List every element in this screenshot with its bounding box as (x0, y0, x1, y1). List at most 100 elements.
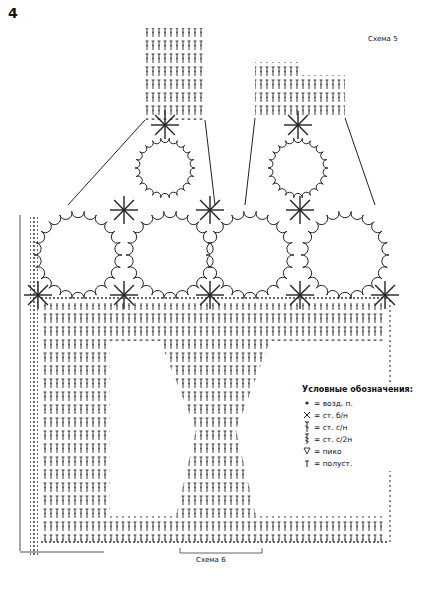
legend-symbol (302, 445, 312, 457)
star-spoke (114, 210, 124, 220)
star-spoke (200, 210, 210, 220)
strap-line (345, 118, 375, 205)
legend-text: = пико (314, 447, 342, 456)
stitch-block (255, 62, 300, 118)
star-spoke (124, 295, 134, 305)
flower-motif (268, 138, 328, 197)
star-spoke (290, 200, 300, 210)
stitch-block (42, 303, 385, 341)
legend-text: = ст. с/н (314, 423, 347, 432)
star-spoke (375, 285, 385, 295)
star-spoke (290, 285, 300, 295)
star-spoke (375, 295, 385, 305)
legend-text: = возд. п. (314, 399, 353, 408)
star-spoke (155, 125, 165, 135)
bracket (180, 548, 262, 553)
scheme-label: Схема 5 (368, 36, 398, 44)
star-spoke (209, 281, 210, 295)
legend-row: = ст. с/2н (302, 433, 413, 445)
legend-text: = полуст. (314, 459, 352, 468)
strap-line (68, 120, 145, 205)
star-spoke (298, 115, 308, 125)
star-spoke (151, 124, 165, 125)
star-spoke (385, 294, 399, 295)
stitch-block (145, 28, 205, 120)
scheme-label: Схема 6 (196, 557, 226, 565)
flower-motif (206, 211, 294, 298)
star-spoke (286, 209, 300, 210)
legend-symbol (302, 433, 312, 445)
star-spoke (114, 285, 124, 295)
legend-symbol (302, 397, 312, 409)
star-spoke (110, 294, 124, 295)
lace-edging (20, 215, 21, 551)
star-spoke (299, 196, 300, 210)
legend-row: = ст. б/н (302, 409, 413, 421)
legend-text: = ст. б/н (314, 411, 348, 420)
star-spoke (124, 210, 134, 220)
star-spoke (124, 200, 134, 210)
star-spoke (164, 111, 165, 125)
star-spoke (209, 210, 210, 224)
legend-row: = возд. п. (302, 397, 413, 409)
star-spoke (300, 210, 310, 220)
star-spoke (298, 124, 312, 125)
star-spoke (164, 125, 165, 139)
star-spoke (196, 209, 210, 210)
star-spoke (300, 295, 310, 305)
strap-line (205, 120, 215, 205)
star-spoke (290, 295, 300, 305)
stitch-block (42, 516, 385, 542)
star-spoke (38, 294, 52, 295)
legend-row: = полуст. (302, 457, 413, 469)
star-spoke (384, 295, 385, 309)
star-spoke (300, 209, 314, 210)
star-spoke (210, 209, 224, 210)
star-spoke (371, 294, 385, 295)
star-spoke (165, 125, 175, 135)
flower-motif (135, 138, 195, 197)
star-spoke (385, 285, 395, 295)
star-spoke (210, 210, 220, 220)
legend-symbol (302, 457, 312, 469)
star-spoke (114, 295, 124, 305)
star-spoke (155, 115, 165, 125)
star-spoke (288, 125, 298, 135)
star-spoke (210, 200, 220, 210)
flower-motif (34, 211, 122, 298)
star-spoke (28, 295, 38, 305)
chart-drawing (20, 28, 399, 555)
star-spoke (210, 295, 220, 305)
star-spoke (123, 281, 124, 295)
star-spoke (124, 285, 134, 295)
star-spoke (123, 295, 124, 309)
star-spoke (165, 124, 179, 125)
star-spoke (209, 295, 210, 309)
star-spoke (24, 294, 38, 295)
star-spoke (165, 115, 175, 125)
star-spoke (299, 281, 300, 295)
legend: Условные обозначения:= возд. п.= ст. б/н… (300, 383, 415, 471)
chain-row (40, 541, 388, 545)
star-spoke (290, 210, 300, 220)
stitch-column (160, 341, 270, 516)
legend-row: = пико (302, 445, 413, 457)
star-spoke (300, 285, 310, 295)
star-spoke (286, 294, 300, 295)
star-spoke (284, 124, 298, 125)
star-spoke (123, 196, 124, 210)
legend-symbol (302, 409, 312, 421)
stitch-block (42, 341, 110, 516)
star-spoke (297, 125, 298, 139)
page-number: 4 (8, 6, 18, 21)
star-spoke (114, 200, 124, 210)
lace-edging (30, 215, 38, 555)
star-spoke (210, 285, 220, 295)
star-spoke (200, 295, 210, 305)
star-spoke (200, 200, 210, 210)
star-spoke (300, 294, 314, 295)
star-spoke (209, 196, 210, 210)
star-spoke (384, 281, 385, 295)
star-spoke (37, 295, 38, 309)
star-spoke (28, 285, 38, 295)
